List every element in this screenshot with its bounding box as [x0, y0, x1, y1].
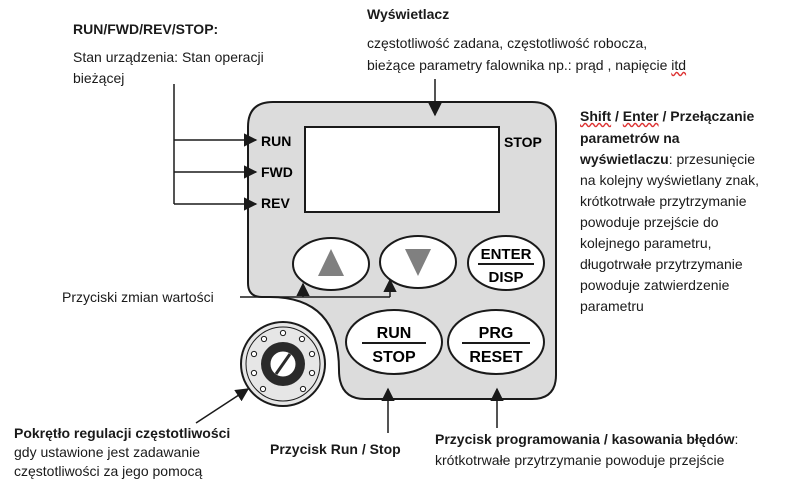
- knob-title: Pokrętło regulacji częstotliwości: [14, 425, 231, 441]
- display-desc-line2: bieżące parametry falownika np.: prąd , …: [367, 55, 686, 75]
- shift-title: Shift / Enter / Przełączanie: [580, 106, 754, 126]
- down-arrow-icon: [405, 249, 431, 276]
- reset-label: RESET: [469, 349, 523, 366]
- prg-reset-button[interactable]: PRG RESET: [447, 309, 545, 375]
- shift-title-line3: wyświetlaczu: przesunięcie: [580, 149, 755, 169]
- display-desc-line2-main: bieżące parametry falownika np.: prąd , …: [367, 57, 672, 73]
- shift-slash: /: [611, 108, 623, 124]
- run-stop-annotation: Przycisk Run / Stop: [270, 441, 401, 457]
- shift-title-line2: parametrów na: [580, 130, 680, 146]
- display-window: [304, 126, 500, 213]
- frequency-knob[interactable]: [240, 321, 326, 407]
- shift-desc-line: powoduje zatwierdzenie: [580, 277, 730, 293]
- indicator-rev: REV: [261, 195, 290, 211]
- value-buttons-leader: [240, 278, 397, 298]
- run-label: RUN: [377, 325, 412, 342]
- shift-title-line3-bold: wyświetlaczu: [580, 151, 669, 167]
- shift-desc-line: parametru: [580, 298, 644, 314]
- shift-desc-line: kolejnego parametru,: [580, 235, 712, 251]
- enter-disp-button[interactable]: ENTER DISP: [467, 235, 545, 291]
- stop-label: STOP: [372, 349, 416, 366]
- prg-desc-line1: krótkotrwałe przytrzymanie powoduje prze…: [435, 452, 725, 468]
- status-desc-line2: bieżącej: [73, 70, 125, 86]
- display-desc-line1: częstotliwość zadana, częstotliwość robo…: [367, 35, 648, 51]
- indicator-leaders: [173, 84, 258, 211]
- shift-desc-line: na kolejny wyświetlany znak,: [580, 172, 759, 188]
- knob-desc-line1: gdy ustawione jest zadawanie: [14, 444, 201, 460]
- value-buttons-label: Przyciski zmian wartości: [62, 289, 214, 305]
- display-desc-line2-tail: itd: [671, 57, 687, 73]
- knob-desc-line2: częstotliwości za jego pomocą: [14, 463, 203, 479]
- disp-label: DISP: [488, 269, 523, 286]
- knob-arrow: [195, 388, 250, 424]
- shift-line3-rest: : przesunięcie: [668, 151, 756, 167]
- prg-title-bold: Przycisk programowania / kasowania błędó…: [435, 431, 735, 447]
- enter-label: ENTER: [481, 246, 532, 263]
- shift-word: Shift: [580, 108, 612, 124]
- status-title: RUN/FWD/REV/STOP:: [73, 21, 219, 37]
- run-stop-button[interactable]: RUN STOP: [345, 309, 443, 375]
- enter-word: Enter: [622, 108, 659, 124]
- prg-title: Przycisk programowania / kasowania błędó…: [435, 429, 738, 449]
- display-title: Wyświetlacz: [367, 6, 450, 22]
- shift-desc-line: powoduje przejście do: [580, 214, 719, 230]
- shift-desc-line: długotrwałe przytrzymanie: [580, 256, 743, 272]
- up-button[interactable]: [292, 237, 370, 291]
- indicator-run: RUN: [261, 133, 291, 149]
- prg-title-colon: :: [734, 431, 739, 447]
- prg-label: PRG: [479, 325, 514, 342]
- indicator-stop: STOP: [504, 134, 542, 150]
- shift-desc-line: krótkotrwałe przytrzymanie: [580, 193, 747, 209]
- down-button[interactable]: [379, 235, 457, 289]
- indicator-fwd: FWD: [261, 164, 293, 180]
- shift-title-rest: / Przełączanie: [658, 108, 755, 124]
- status-desc-line1: Stan urządzenia: Stan operacji: [73, 49, 264, 65]
- up-arrow-icon: [318, 249, 344, 276]
